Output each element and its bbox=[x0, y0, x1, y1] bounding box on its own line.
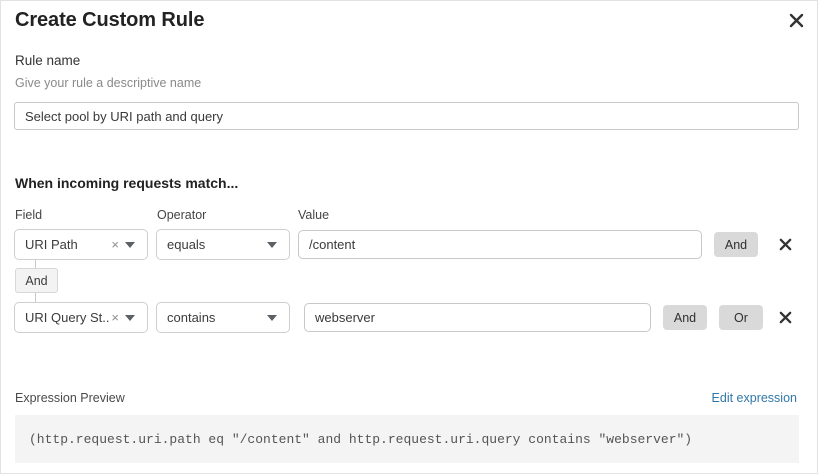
field-select-row-1-value: URI Path bbox=[25, 237, 78, 252]
chevron-down-icon bbox=[125, 314, 135, 321]
field-select-row-1[interactable]: URI Path × bbox=[14, 229, 148, 260]
chevron-down-icon bbox=[267, 314, 277, 321]
expression-preview-label: Expression Preview bbox=[15, 391, 125, 405]
remove-condition-row-2[interactable] bbox=[774, 306, 796, 328]
expression-preview-box: (http.request.uri.path eq "/content" and… bbox=[15, 415, 799, 463]
page-title: Create Custom Rule bbox=[15, 9, 205, 31]
remove-condition-row-1[interactable] bbox=[774, 233, 796, 255]
field-select-row-2[interactable]: URI Query St... × bbox=[14, 302, 148, 333]
rule-name-input[interactable] bbox=[14, 102, 799, 130]
close-dialog-button[interactable] bbox=[783, 7, 809, 33]
group-connector-and-chip[interactable]: And bbox=[15, 268, 58, 293]
rule-name-help-text: Give your rule a descriptive name bbox=[15, 76, 202, 90]
close-icon bbox=[789, 13, 803, 27]
value-input-row-1[interactable] bbox=[298, 230, 702, 259]
column-header-value: Value bbox=[298, 208, 330, 222]
column-header-field: Field bbox=[15, 208, 43, 222]
expression-preview-text: (http.request.uri.path eq "/content" and… bbox=[29, 431, 693, 447]
match-section-heading: When incoming requests match... bbox=[15, 175, 239, 191]
value-input-row-2[interactable] bbox=[304, 303, 651, 332]
or-button-row-2[interactable]: Or bbox=[719, 305, 763, 330]
close-icon bbox=[779, 311, 791, 323]
operator-select-row-2[interactable]: contains bbox=[156, 302, 290, 333]
edit-expression-link[interactable]: Edit expression bbox=[711, 391, 797, 405]
close-icon bbox=[779, 238, 791, 250]
operator-select-row-2-value: contains bbox=[167, 310, 216, 325]
and-button-row-2[interactable]: And bbox=[663, 305, 707, 330]
connector-line-top bbox=[35, 259, 36, 269]
operator-select-row-1-value: equals bbox=[167, 237, 206, 252]
clear-icon[interactable]: × bbox=[111, 236, 119, 252]
rule-name-label: Rule name bbox=[15, 53, 81, 68]
column-header-operator: Operator bbox=[157, 208, 207, 222]
connector-line-bottom bbox=[35, 293, 36, 303]
chevron-down-icon bbox=[267, 241, 277, 248]
and-button-row-1[interactable]: And bbox=[714, 232, 758, 257]
clear-icon[interactable]: × bbox=[111, 309, 119, 325]
operator-select-row-1[interactable]: equals bbox=[156, 229, 290, 260]
chevron-down-icon bbox=[125, 241, 135, 248]
field-select-row-2-value: URI Query St... bbox=[25, 310, 110, 325]
